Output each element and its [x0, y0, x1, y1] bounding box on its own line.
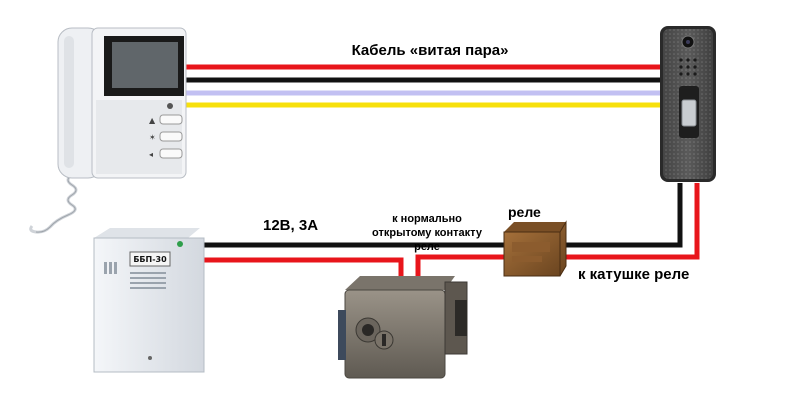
wire-red-lock-relay — [415, 254, 504, 280]
monitor-buttons: ▲ ✶ ◂ — [149, 103, 183, 159]
wire-red-power — [204, 257, 404, 280]
psu-vents — [104, 262, 166, 289]
electric-lock — [338, 276, 468, 379]
relay — [503, 220, 567, 277]
psu-led — [177, 241, 183, 247]
call-button — [159, 131, 183, 142]
cable-label: Кабель «витая пара» — [351, 42, 509, 59]
wire-black-panel-relay — [566, 183, 683, 248]
wire-red-panel-relay — [566, 183, 700, 260]
power-supply: ББП-30 — [93, 228, 205, 373]
relay-label: реле — [508, 204, 541, 220]
svg-text:◂: ◂ — [149, 150, 153, 159]
no-contact-label: к нормально открытому контакту реле — [372, 213, 482, 253]
intercom-monitor: ▲ ✶ ◂ — [29, 27, 187, 234]
psu-badge-plate — [129, 251, 171, 267]
menu-button — [159, 148, 183, 159]
coil-label: к катушке реле — [578, 266, 690, 283]
svg-text:▲: ▲ — [149, 116, 156, 125]
call-panel — [660, 26, 716, 182]
call-button — [681, 99, 697, 127]
svg-text:✶: ✶ — [149, 133, 156, 142]
twisted-pair-cable — [186, 64, 662, 108]
power-rating-label: 12В, 3А — [263, 217, 319, 234]
key-cylinder — [355, 317, 394, 350]
power-wires — [204, 183, 700, 280]
psu-badge: ББП-30 — [133, 255, 167, 264]
unlock-button — [159, 114, 183, 125]
speaker-grille — [679, 58, 697, 76]
